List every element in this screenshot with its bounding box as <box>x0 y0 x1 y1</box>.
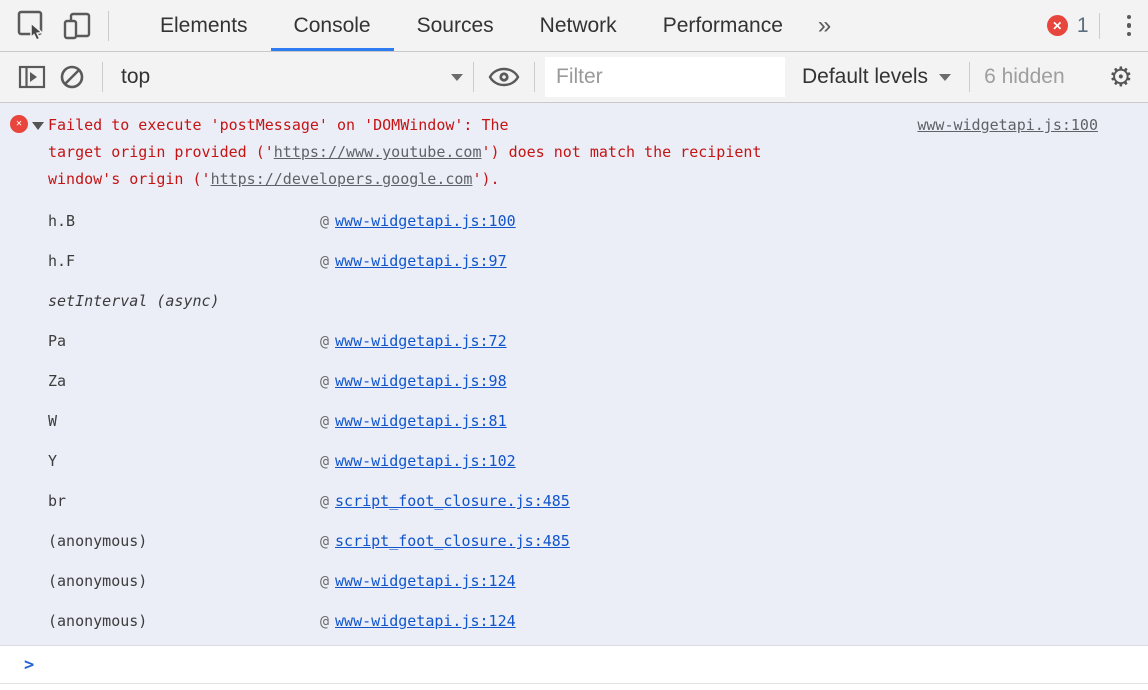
tabbar-divider <box>108 10 109 41</box>
stack-function: (anonymous) <box>48 612 148 630</box>
error-message-text: www-widgetapi.js:100 Failed to execute '… <box>48 112 1098 193</box>
stack-source-link[interactable]: www-widgetapi.js:81 <box>335 412 507 430</box>
error-count-badge: ✕ 1 <box>1046 0 1089 51</box>
error-badge-icon: ✕ <box>1046 15 1068 36</box>
context-value: top <box>121 65 151 88</box>
error-url-link[interactable]: https://developers.google.com <box>210 170 473 188</box>
tab-performance[interactable]: Performance <box>662 13 783 37</box>
stack-at: @ <box>320 532 330 550</box>
stack-function: setInterval (async) <box>48 292 220 310</box>
stack-source-link[interactable]: script_foot_closure.js:485 <box>335 532 570 550</box>
stack-function: W <box>48 412 58 430</box>
console-toolbar: top Default levels 6 hidden ⚙ <box>0 52 1148 103</box>
console-error-message: ✕ www-widgetapi.js:100 Failed to execute… <box>0 103 1148 646</box>
device-toolbar-icon[interactable] <box>58 6 98 46</box>
stack-frame: W @ www-widgetapi.js:81 <box>48 401 1098 441</box>
console-messages: ✕ www-widgetapi.js:100 Failed to execute… <box>0 103 1148 684</box>
error-text: target origin provided (' <box>48 143 274 161</box>
stack-trace: h.B @ www-widgetapi.js:100 h.F @ www-wid… <box>48 201 1098 641</box>
stack-at: @ <box>320 572 330 590</box>
stack-frame: Za @ www-widgetapi.js:98 <box>48 361 1098 401</box>
stack-frame: h.B @ www-widgetapi.js:100 <box>48 201 1098 241</box>
tabbar-divider <box>1098 12 1100 39</box>
error-text: window's origin (' <box>48 170 211 188</box>
stack-function: (anonymous) <box>48 532 148 550</box>
toolbar-divider <box>473 62 474 92</box>
prompt-chevron-icon: > <box>24 654 35 675</box>
console-sidebar-icon[interactable] <box>12 57 52 97</box>
stack-source-link[interactable]: script_foot_closure.js:485 <box>335 492 570 510</box>
tabbar-spacer <box>843 0 1047 51</box>
collapse-stack-trace-icon[interactable] <box>32 122 44 130</box>
inspect-element-icon[interactable] <box>12 6 52 46</box>
stack-at: @ <box>320 492 330 510</box>
toolbar-divider <box>102 62 103 92</box>
error-text: Failed to execute 'postMessage' on 'DOMW… <box>48 116 509 134</box>
live-expression-eye-icon[interactable] <box>484 57 524 97</box>
stack-at: @ <box>320 612 330 630</box>
stack-at: @ <box>320 412 330 430</box>
tab-sources[interactable]: Sources <box>416 13 494 37</box>
chevron-down-icon <box>939 73 952 81</box>
console-prompt[interactable]: > <box>0 646 1148 684</box>
filter-input[interactable] <box>545 57 785 97</box>
stack-frame: (anonymous) @ www-widgetapi.js:124 <box>48 601 1098 641</box>
stack-frame: (anonymous) @ script_foot_closure.js:485 <box>48 521 1098 561</box>
more-tabs-icon[interactable]: » <box>817 11 832 39</box>
devtools-menu-icon[interactable] <box>1110 14 1148 37</box>
stack-source-link[interactable]: www-widgetapi.js:100 <box>335 212 516 230</box>
clear-console-icon[interactable] <box>52 57 92 97</box>
tab-elements[interactable]: Elements <box>160 13 248 37</box>
stack-at: @ <box>320 332 330 350</box>
stack-function: Y <box>48 452 58 470</box>
toolbar-divider <box>534 62 535 92</box>
stack-source-link[interactable]: www-widgetapi.js:102 <box>335 452 516 470</box>
stack-function: h.F <box>48 252 76 270</box>
stack-function: h.B <box>48 212 76 230</box>
tab-console[interactable]: Console <box>270 0 394 51</box>
error-badge-count: 1 <box>1076 13 1089 37</box>
error-source-link[interactable]: www-widgetapi.js:100 <box>917 116 1098 134</box>
stack-function: br <box>48 492 67 510</box>
stack-frame: br @ script_foot_closure.js:485 <box>48 481 1098 521</box>
stack-source-link[interactable]: www-widgetapi.js:124 <box>335 612 516 630</box>
error-level-icon: ✕ <box>10 115 28 133</box>
tab-network[interactable]: Network <box>539 13 617 37</box>
hidden-messages-count: 6 hidden <box>984 65 1065 88</box>
stack-at: @ <box>320 212 330 230</box>
error-url-link[interactable]: https://www.youtube.com <box>273 143 482 161</box>
log-levels-value: Default levels <box>802 65 929 88</box>
tabbar-left-icons <box>0 0 98 51</box>
stack-source-link[interactable]: www-widgetapi.js:98 <box>335 372 507 390</box>
stack-frame: (anonymous) @ www-widgetapi.js:124 <box>48 561 1098 601</box>
stack-at: @ <box>320 372 330 390</box>
javascript-context-selector[interactable]: top <box>113 65 463 89</box>
stack-function: Pa <box>48 332 67 350</box>
stack-function: Za <box>48 372 67 390</box>
stack-frame: h.F @ www-widgetapi.js:97 <box>48 241 1098 281</box>
error-text: '). <box>472 170 500 188</box>
stack-at: @ <box>320 252 330 270</box>
error-text: ') does not match the recipient <box>481 143 762 161</box>
stack-at: @ <box>320 452 330 470</box>
stack-source-link[interactable]: www-widgetapi.js:72 <box>335 332 507 350</box>
console-settings-gear-icon[interactable]: ⚙ <box>1108 61 1133 93</box>
stack-frame: Y @ www-widgetapi.js:102 <box>48 441 1098 481</box>
chevron-down-icon <box>451 73 463 81</box>
panel-tabs: Elements Console Sources Network Perform… <box>137 0 806 51</box>
toolbar-divider <box>969 62 971 92</box>
stack-frame-async: setInterval (async) <box>48 281 1098 321</box>
log-levels-dropdown[interactable]: Default levels <box>802 65 952 89</box>
stack-source-link[interactable]: www-widgetapi.js:124 <box>335 572 516 590</box>
devtools-tabbar: Elements Console Sources Network Perform… <box>0 0 1148 52</box>
stack-source-link[interactable]: www-widgetapi.js:97 <box>335 252 507 270</box>
stack-function: (anonymous) <box>48 572 148 590</box>
stack-frame: Pa @ www-widgetapi.js:72 <box>48 321 1098 361</box>
